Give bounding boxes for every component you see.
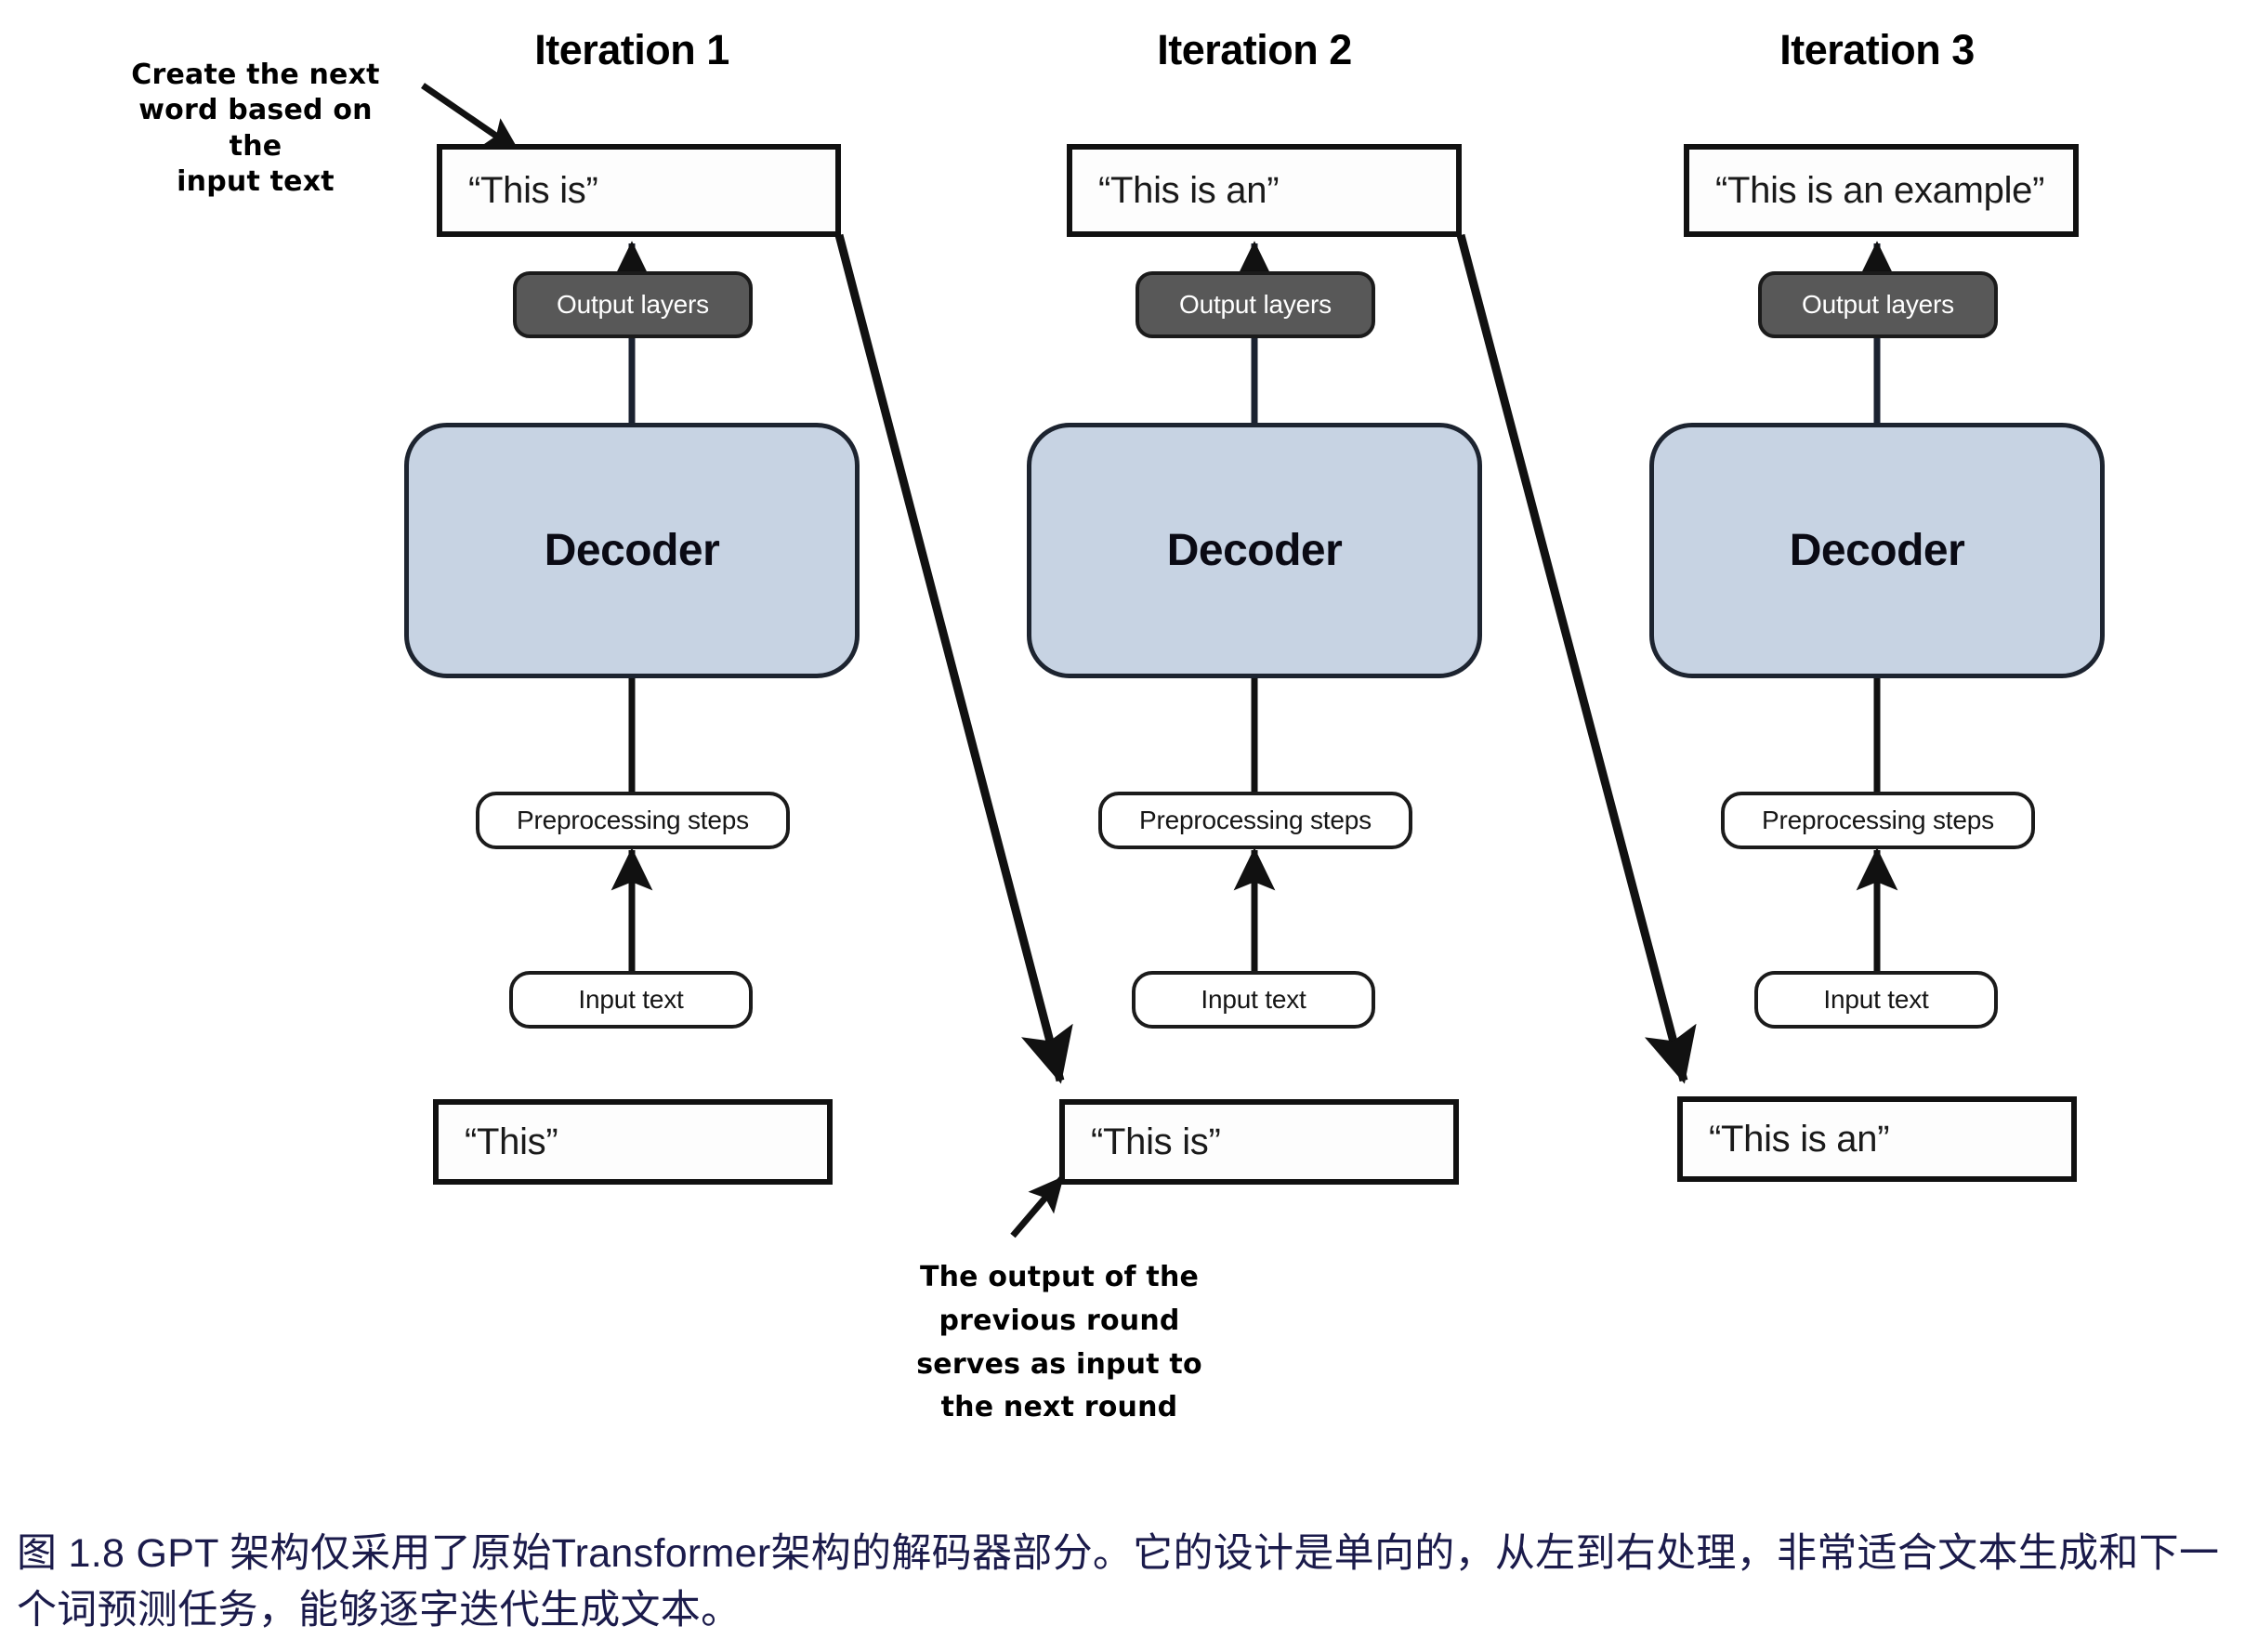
- iteration-1-decoder[interactable]: Decoder: [404, 423, 860, 678]
- arrow-annotation-bottom-center: [1010, 1175, 1065, 1239]
- iteration-2-input-text-box[interactable]: “This is”: [1059, 1099, 1459, 1185]
- iteration-3-output-text-box[interactable]: “This is an example”: [1684, 144, 2079, 237]
- iteration-1-input-text-box[interactable]: “This”: [433, 1099, 833, 1185]
- iteration-1-output-text-box[interactable]: “This is”: [437, 144, 841, 237]
- iteration-3-output-layers[interactable]: Output layers: [1758, 271, 1998, 338]
- iteration-3-decoder[interactable]: Decoder: [1649, 423, 2105, 678]
- iteration-1-output-layers[interactable]: Output layers: [513, 271, 753, 338]
- column-title-iteration-2: Iteration 2: [1157, 26, 1352, 73]
- iteration-1-input-text-pill[interactable]: Input text: [509, 971, 753, 1029]
- iteration-2-output-layers[interactable]: Output layers: [1136, 271, 1375, 338]
- arrow-annotation-top-left: [421, 83, 520, 153]
- arrow-feed-iteration-1-to-2: [834, 233, 1073, 1084]
- iteration-1-preprocessing-steps[interactable]: Preprocessing steps: [476, 792, 790, 849]
- figure-caption: 图 1.8 GPT 架构仅采用了原始Transformer架构的解码器部分。它的…: [17, 1531, 2220, 1633]
- annotation-top-left-line-3: input text: [177, 165, 335, 199]
- annotation-bottom-center-line-2: previous round: [939, 1304, 1180, 1337]
- annotation-bottom-center: The output of the previous round serves …: [892, 1256, 1227, 1430]
- annotation-top-left-line-1: Create the next: [131, 59, 380, 91]
- iteration-3-input-text-pill[interactable]: Input text: [1754, 971, 1998, 1029]
- column-title-iteration-1: Iteration 1: [534, 26, 729, 73]
- arrow-feed-iteration-2-to-3: [1456, 233, 1697, 1084]
- iteration-3-input-text-box[interactable]: “This is an”: [1677, 1096, 2077, 1182]
- iteration-2-preprocessing-steps[interactable]: Preprocessing steps: [1098, 792, 1412, 849]
- annotation-top-left-line-2: word based on the: [138, 94, 373, 163]
- annotation-bottom-center-line-4: the next round: [940, 1391, 1178, 1424]
- annotation-bottom-center-line-3: serves as input to: [916, 1347, 1202, 1381]
- annotation-top-left: Create the next word based on the input …: [112, 58, 400, 201]
- annotation-bottom-center-line-1: The output of the: [919, 1261, 1200, 1293]
- column-title-iteration-3: Iteration 3: [1779, 26, 1975, 73]
- iteration-3-preprocessing-steps[interactable]: Preprocessing steps: [1721, 792, 2035, 849]
- iteration-2-output-text-box[interactable]: “This is an”: [1067, 144, 1462, 237]
- iteration-2-input-text-pill[interactable]: Input text: [1132, 971, 1375, 1029]
- iteration-2-decoder[interactable]: Decoder: [1027, 423, 1482, 678]
